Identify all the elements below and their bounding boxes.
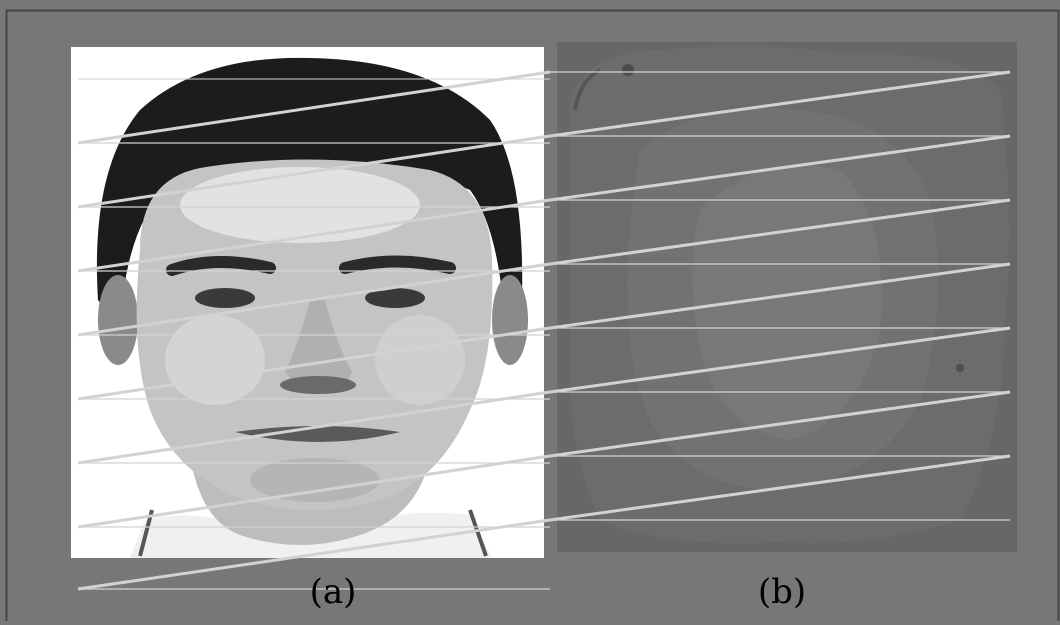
scan-diagonal-a: [77, 70, 551, 145]
scan-diagonal-b: [549, 70, 1011, 138]
hair: [96, 57, 523, 331]
scan-diagonal-a: [77, 198, 551, 273]
scan-diagonal-b: [549, 390, 1011, 458]
shirt-collar-right: [468, 509, 488, 557]
right-cheek: [375, 315, 465, 405]
right-ear: [492, 275, 528, 365]
right-eye: [365, 288, 425, 308]
dark-spot-1: [622, 64, 634, 76]
scan-diagonal-b: [549, 454, 1011, 522]
blob-center: [692, 165, 882, 440]
left-eyebrow: [166, 255, 276, 276]
mouth: [235, 426, 400, 442]
right-eyebrow: [339, 255, 456, 274]
panel-b: [557, 42, 1017, 552]
scan-diagonal-b: [549, 134, 1011, 202]
forehead-highlight: [180, 167, 420, 243]
scan-diagonal-b: [549, 262, 1011, 330]
chin: [250, 458, 380, 502]
left-eye: [195, 288, 255, 308]
panel-a: [71, 47, 544, 558]
left-cheek: [165, 315, 265, 405]
scan-diagonal-a: [77, 390, 551, 465]
caption-a: (a): [309, 572, 357, 612]
scan-diagonal-b: [549, 326, 1011, 394]
scan-lines: [77, 70, 1011, 591]
scan-diagonal-b: [549, 198, 1011, 266]
scan-diagonal-a: [77, 134, 551, 209]
dark-spot-2: [956, 364, 964, 372]
transformed-image: [569, 46, 1009, 544]
scan-diagonal-a: [77, 262, 551, 337]
nostrils: [280, 376, 356, 394]
nose: [285, 300, 352, 391]
shirt: [130, 512, 492, 558]
caption-b: (b): [757, 572, 807, 612]
scan-diagonal-a: [77, 454, 551, 529]
scan-diagonal-a: [77, 518, 551, 591]
figure-frame: [5, 9, 1060, 625]
scan-diagonal-a: [77, 326, 551, 401]
left-ear: [98, 275, 138, 365]
